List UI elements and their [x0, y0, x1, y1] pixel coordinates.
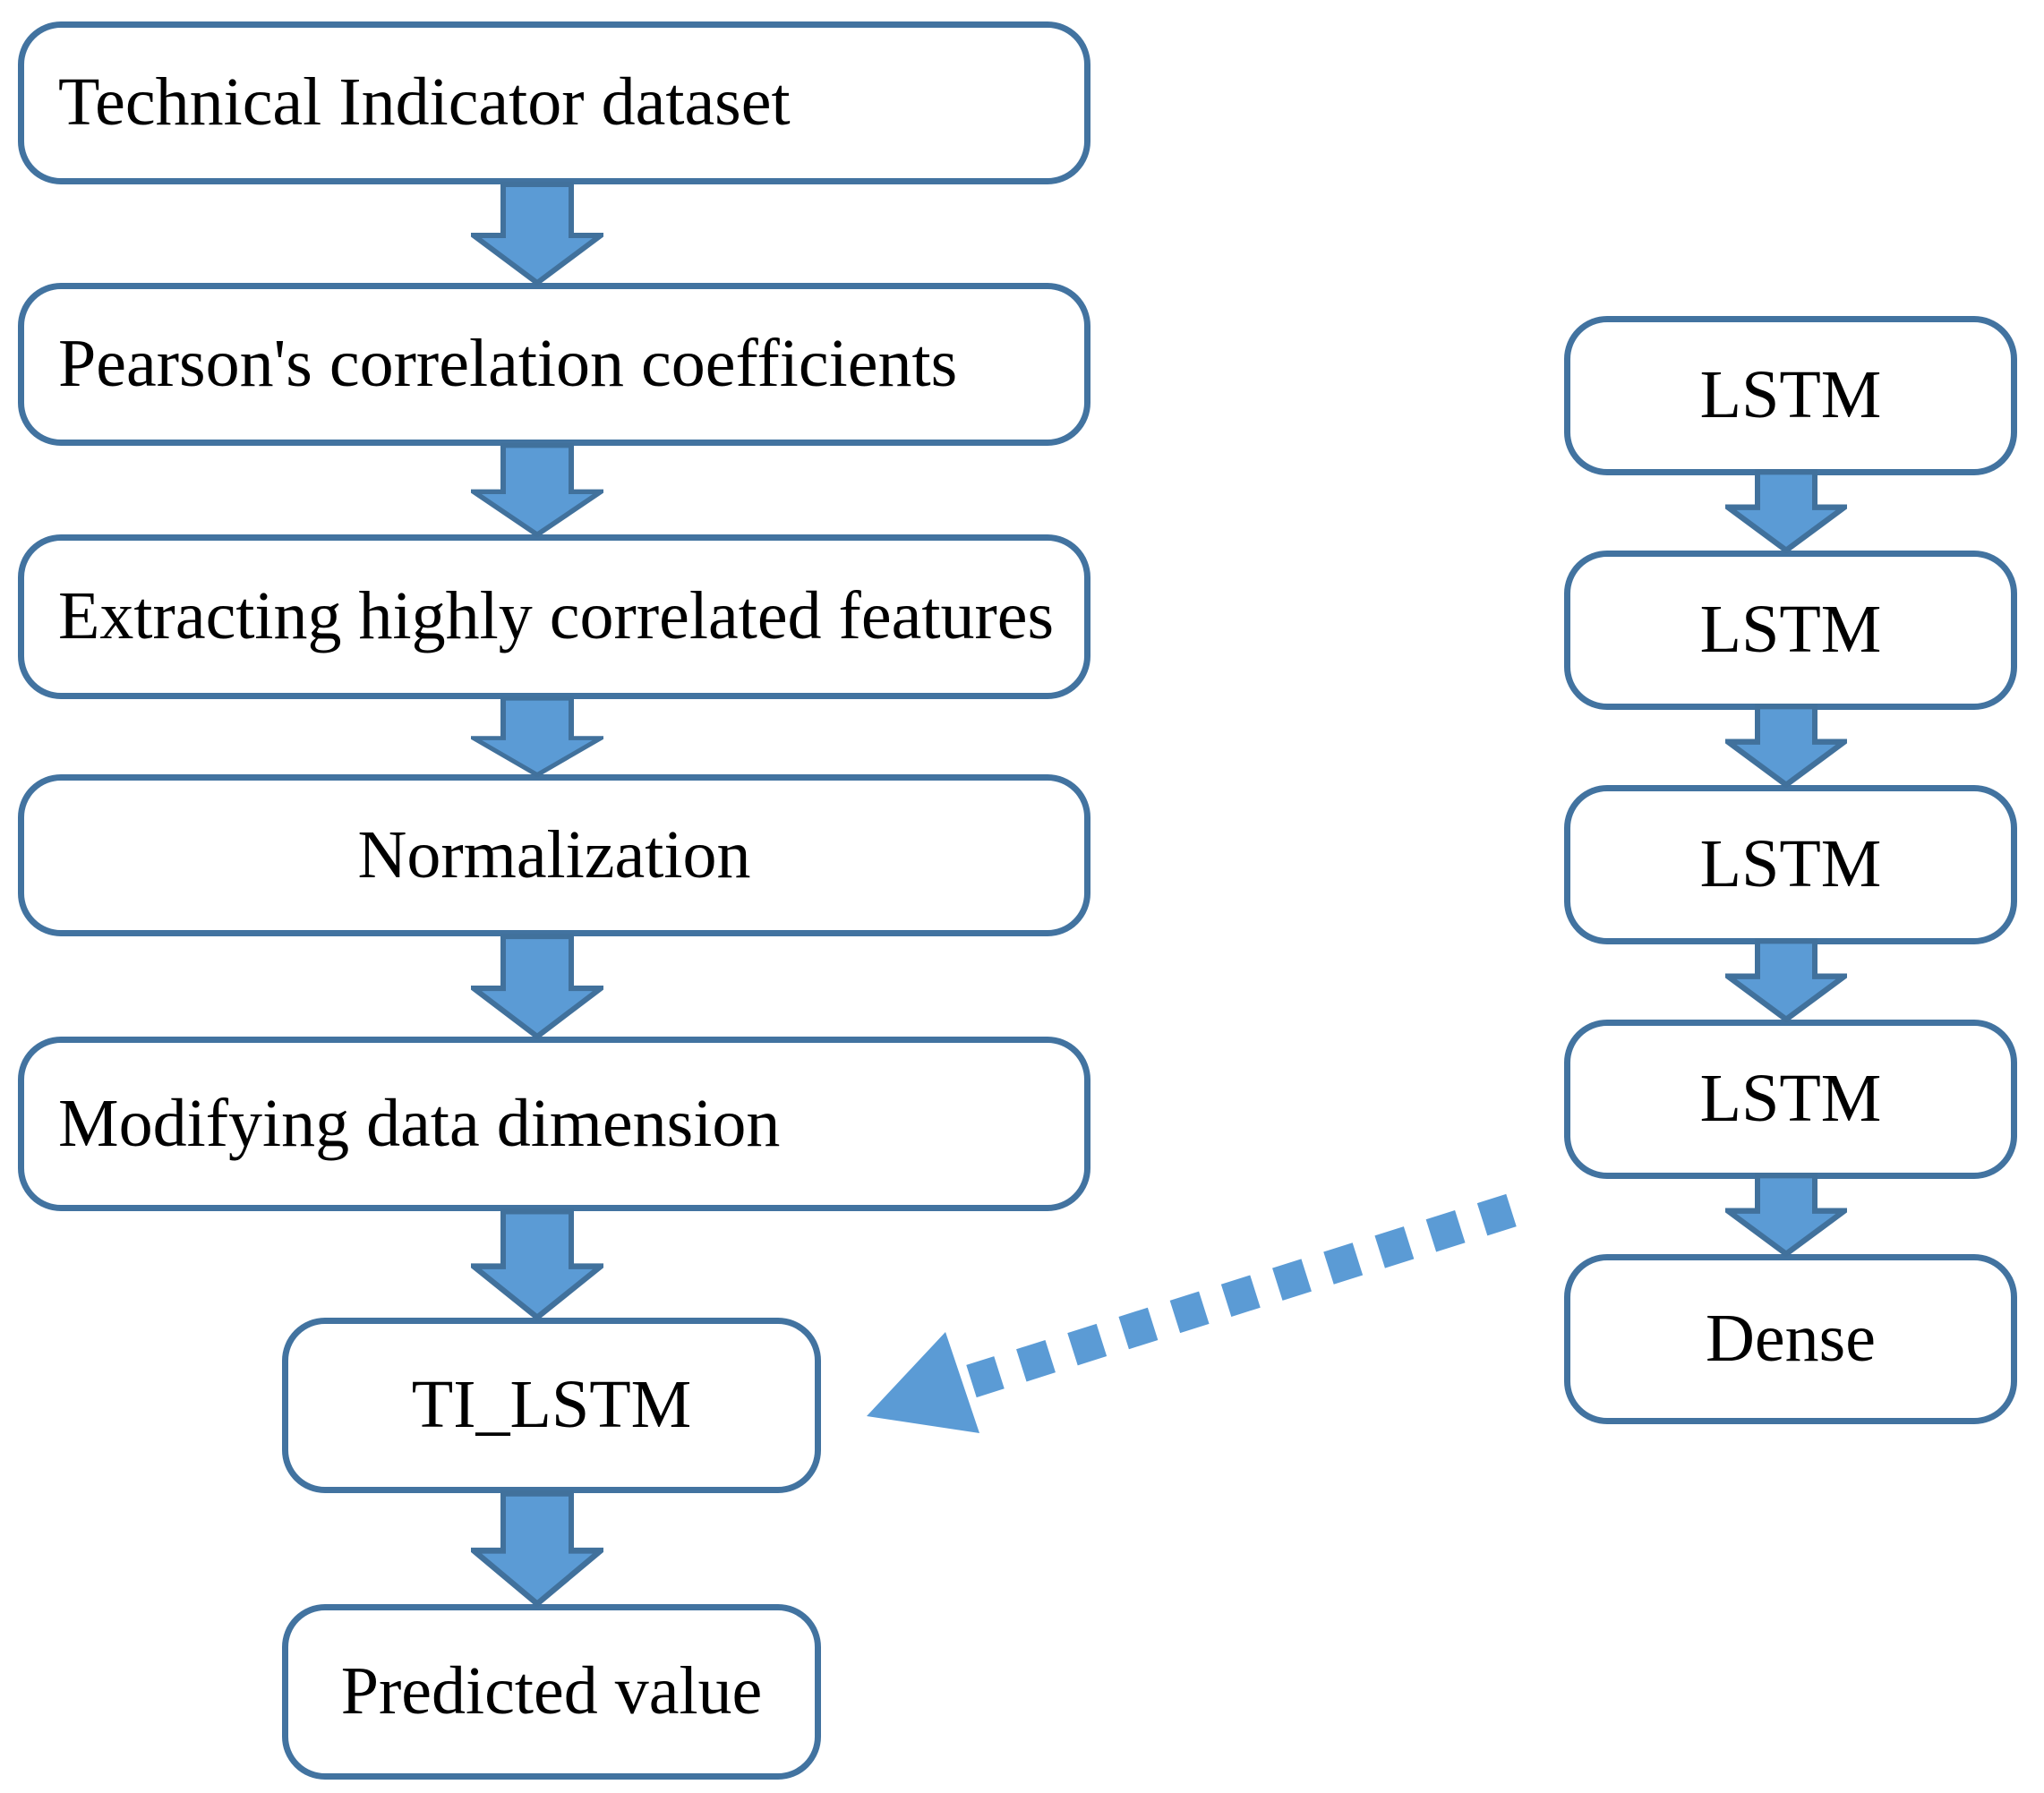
flow-box-extracting-highly-correlated-features: Extracting highly correlated features	[18, 534, 1090, 699]
flow-box-lstm-2: LSTM	[1564, 551, 2017, 710]
flow-box-label: LSTM	[1699, 1061, 1882, 1137]
flow-box-label: Normalization	[357, 816, 751, 892]
flow-box-normalization: Normalization	[18, 774, 1090, 936]
down-arrow-icon	[1725, 938, 1847, 1022]
down-arrow-icon	[1725, 1173, 1847, 1257]
down-arrow-icon	[471, 1208, 603, 1320]
flow-box-label: Pearson's correlation coefficients	[58, 326, 958, 402]
flow-box-dense: Dense	[1564, 1254, 2017, 1424]
flow-box-lstm-4: LSTM	[1564, 1020, 2017, 1179]
flow-box-label: TI_LSTM	[411, 1367, 692, 1443]
flow-box-label: Modifying data dimension	[58, 1085, 781, 1161]
flow-box-pearsons-correlation-coefficients: Pearson's correlation coefficients	[18, 283, 1090, 446]
down-arrow-icon	[1725, 704, 1847, 788]
down-arrow-icon	[471, 934, 603, 1039]
down-arrow-icon	[471, 182, 603, 286]
flow-box-ti-lstm: TI_LSTM	[282, 1318, 821, 1493]
down-arrow-icon	[471, 443, 603, 537]
down-arrow-icon	[1725, 469, 1847, 553]
down-arrow-icon	[471, 1490, 603, 1607]
flow-box-label: Extracting highly correlated features	[58, 578, 1055, 654]
flow-box-label: Technical Indicator dataset	[58, 64, 791, 141]
flow-box-technical-indicator-dataset: Technical Indicator dataset	[18, 21, 1090, 184]
flow-box-label: Dense	[1706, 1301, 1876, 1377]
flow-box-predicted-value: Predicted value	[282, 1604, 821, 1780]
flow-box-modifying-data-dimension: Modifying data dimension	[18, 1037, 1090, 1211]
flow-box-label: LSTM	[1699, 592, 1882, 668]
down-arrow-icon	[471, 696, 603, 777]
flow-box-label: Predicted value	[340, 1653, 763, 1729]
flow-box-label: LSTM	[1699, 826, 1882, 902]
flow-box-label: LSTM	[1699, 357, 1882, 433]
flow-box-lstm-1: LSTM	[1564, 316, 2017, 475]
flow-box-lstm-3: LSTM	[1564, 785, 2017, 944]
